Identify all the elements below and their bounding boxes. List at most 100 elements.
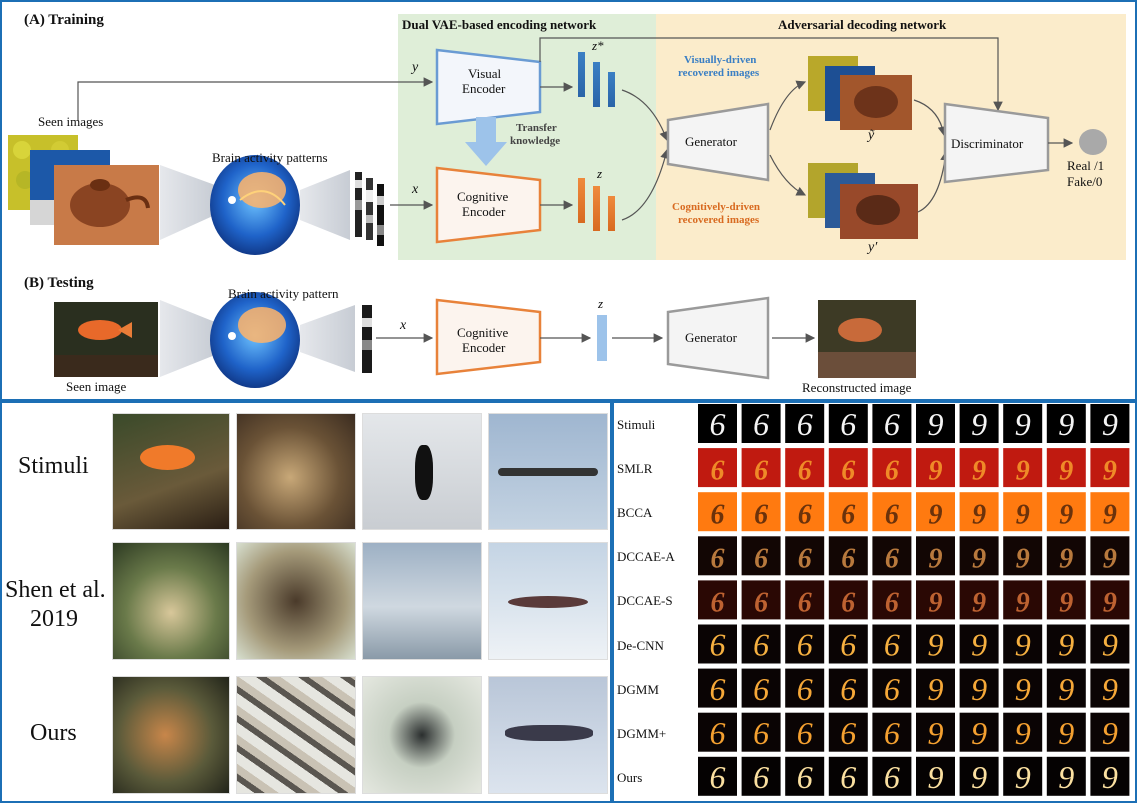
digit-cell: [959, 536, 999, 576]
digit-glyph: 9: [972, 544, 986, 575]
digit-glyph: 9: [971, 671, 987, 707]
digit-glyph: 9: [929, 499, 943, 530]
cognitive-encoder-line2: Encoder: [462, 204, 506, 219]
digit-cell: [741, 448, 781, 488]
digit-row-label: Stimuli: [617, 417, 656, 432]
digit-glyph: 9: [929, 455, 943, 486]
digit-glyph: 9: [1015, 406, 1031, 442]
digit-glyph: 9: [929, 544, 943, 575]
digit-cell: [698, 668, 737, 708]
row-label-shen-line1: Shen et al.: [5, 577, 106, 603]
digit-cell: [959, 492, 999, 532]
brain-pattern-bar-testing: [362, 305, 372, 373]
digit-glyph: 9: [1103, 544, 1117, 575]
row-label-shen-line2: 2019: [30, 606, 78, 632]
visually-driven-line1: Visually-driven: [684, 54, 757, 66]
cognitively-driven-line2: recovered images: [678, 214, 760, 226]
digit-cell: [872, 492, 912, 532]
digit-cell: [916, 668, 955, 708]
digit-glyph: 9: [928, 627, 944, 663]
digit-glyph: 9: [971, 406, 987, 442]
transfer-knowledge-line2: knowledge: [510, 135, 561, 147]
digit-glyph: 9: [1015, 759, 1031, 795]
digit-glyph: 6: [840, 406, 856, 442]
digit-cell: [698, 580, 737, 620]
digit-cell: [741, 404, 781, 443]
shen-owl: [236, 542, 356, 660]
digit-row-label: DGMM+: [617, 725, 667, 741]
digit-glyph: 6: [754, 499, 768, 530]
visual-encoder-shape: [435, 48, 542, 126]
digit-cell: [1003, 492, 1043, 532]
digit-cell: [741, 536, 781, 576]
digit-row-label: De-CNN: [617, 637, 664, 653]
cognitive-encoder-line1: Cognitive: [457, 189, 509, 204]
digit-cell: [698, 492, 737, 532]
digit-glyph: 6: [710, 759, 726, 795]
digit-glyph: 6: [754, 588, 768, 619]
digit-cell: [828, 536, 868, 576]
digit-cell: [916, 448, 955, 488]
digit-cell: [785, 624, 825, 664]
digit-glyph: 9: [1102, 759, 1118, 795]
generator-shape-testing: [666, 296, 770, 380]
digit-cell: [959, 668, 999, 708]
testing-generator-label: Generator: [685, 330, 737, 345]
digit-cell: [1046, 536, 1086, 576]
digit-glyph: 6: [798, 455, 812, 486]
ours-owl: [236, 676, 356, 794]
digit-cell: [959, 624, 999, 664]
digit-cell: [741, 756, 781, 796]
digit-glyph: 6: [884, 627, 900, 663]
digit-cell: [916, 712, 955, 752]
digit-cell: [1003, 580, 1043, 620]
digit-cell: [785, 536, 825, 576]
digit-glyph: 6: [797, 406, 813, 442]
var-x: x: [412, 182, 419, 197]
digit-glyph: 9: [1016, 588, 1030, 619]
orca-shape: [415, 445, 433, 500]
digit-cell: [1046, 668, 1086, 708]
digit-glyph: 6: [798, 588, 812, 619]
digit-glyph: 6: [797, 715, 813, 751]
digit-glyph: 9: [1102, 671, 1118, 707]
digit-cell: [1090, 536, 1130, 576]
goldfish-shape: [140, 445, 195, 470]
digit-glyph: 6: [884, 671, 900, 707]
digit-glyph: 6: [841, 455, 855, 486]
digit-glyph: 6: [797, 627, 813, 663]
digit-glyph: 6: [711, 588, 725, 619]
digit-cell: [1046, 580, 1086, 620]
digit-cell: [1090, 756, 1130, 796]
testing-seen-image-label: Seen image: [66, 379, 127, 394]
digit-glyph: 9: [1103, 588, 1117, 619]
stimuli-owl: [236, 413, 356, 530]
digit-cell: [959, 404, 999, 443]
digit-cell: [1003, 624, 1043, 664]
digit-cell: [1046, 712, 1086, 752]
digit-cell: [698, 712, 737, 752]
digit-cell: [1046, 756, 1086, 796]
var-zstar: z*: [592, 38, 604, 53]
digit-cell: [1003, 756, 1043, 796]
digit-glyph: 6: [754, 544, 768, 575]
digit-glyph: 6: [753, 671, 769, 707]
generator-label-training: Generator: [685, 134, 737, 149]
digit-cell: [785, 404, 825, 443]
digit-glyph: 9: [928, 759, 944, 795]
digit-glyph: 9: [1102, 406, 1118, 442]
digit-cell: [1046, 448, 1086, 488]
digit-glyph: 9: [1102, 627, 1118, 663]
digit-cell: [872, 448, 912, 488]
digit-glyph: 9: [928, 406, 944, 442]
digit-cell: [872, 624, 912, 664]
adversarial-title: Adversarial decoding network: [778, 17, 947, 32]
digit-glyph: 6: [798, 544, 812, 575]
digit-cell: [785, 756, 825, 796]
digit-row-label: DGMM: [617, 681, 659, 697]
digit-glyph: 6: [841, 544, 855, 575]
digit-cell: [698, 536, 737, 576]
digit-glyph: 6: [711, 455, 725, 486]
digit-cell: [828, 448, 868, 488]
testing-brain-pattern-label: Brain activity pattern: [228, 286, 339, 301]
